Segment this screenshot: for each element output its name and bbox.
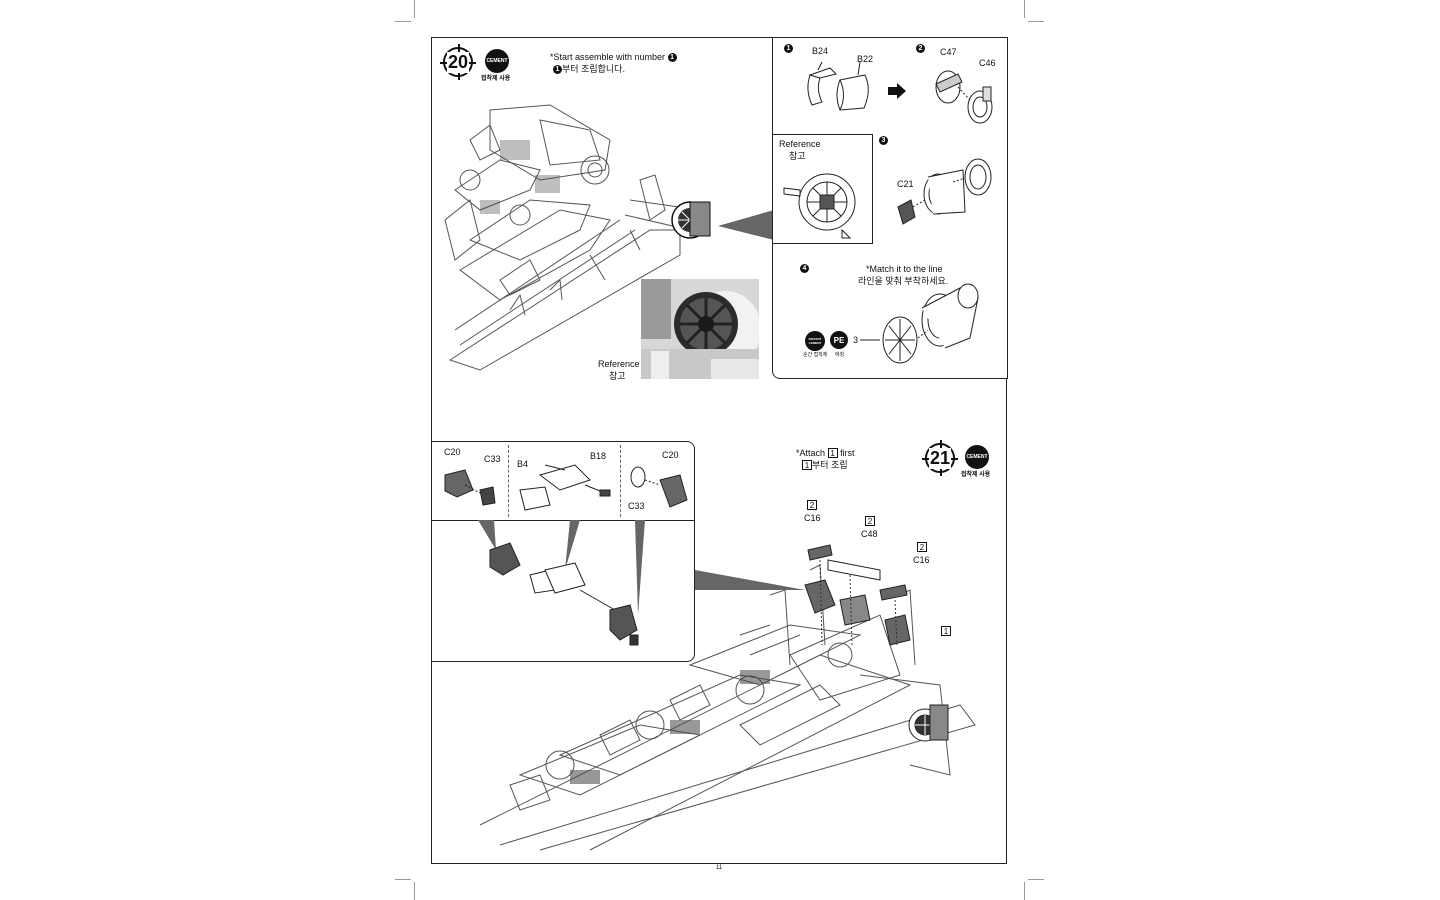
part-label-c33: C33 [628, 501, 645, 511]
panel-divider [620, 445, 621, 517]
callout-part-label: C48 [861, 529, 878, 539]
instant-cement-icon: INSTANT CEMENT [805, 331, 825, 351]
crop-mark [414, 0, 415, 18]
panel-divider [431, 520, 695, 521]
pe-etching-icon: PE [830, 331, 848, 349]
number-1-icon: 1 [667, 53, 677, 63]
pe-part-number: 3 [853, 335, 859, 345]
crop-mark [1028, 21, 1044, 22]
part-label-c21: C21 [897, 179, 914, 189]
substep-4-note-en: *Match it to the line [866, 264, 943, 274]
substep-3-marker: 3 [879, 135, 888, 146]
step20-chassis-illustration [444, 104, 711, 371]
instant-cement-caption: 순간 접착제 [803, 352, 828, 358]
part-label-b24: B24 [812, 46, 829, 56]
part-label-b18: B18 [590, 451, 607, 461]
crop-mark [1028, 879, 1044, 880]
pointer-wedges [478, 520, 805, 615]
callout-box: 2 [807, 500, 817, 510]
part-label-b22: B22 [857, 54, 874, 64]
cement-caption: 접착제 사용 [961, 472, 991, 478]
callout-part-label: C16 [804, 513, 821, 523]
reference-photo-label-en: Reference [598, 359, 640, 369]
reference-photo-label-ko: 참고 [609, 371, 626, 381]
part-label-c20: C20 [444, 447, 461, 457]
part-label-c20: C20 [662, 450, 679, 460]
panel-divider [508, 445, 509, 517]
cement-icon: CEMENT [965, 445, 989, 469]
reference-photo [641, 279, 759, 379]
reference-inset-label-en: Reference [779, 139, 821, 149]
part-label-c46: C46 [979, 58, 996, 68]
substep-2-marker: 2 [916, 43, 925, 54]
callout-box: 2 [917, 542, 927, 552]
cement-icon: CEMENT [485, 49, 509, 73]
subassembly-parts-drawing [444, 464, 688, 511]
callout-box: 1 [941, 626, 951, 636]
crop-mark [395, 879, 411, 880]
arrow-right-icon [888, 83, 906, 99]
part-label-b4: B4 [517, 459, 529, 469]
transmission-assembly-drawing [489, 542, 639, 646]
substep-3-parts-drawing [897, 158, 992, 225]
step-20-badge: 20 [440, 44, 476, 80]
number-1-icon: 1 [553, 65, 562, 75]
substep-4-marker: 4 [800, 263, 809, 274]
substep-2-parts-drawing [935, 70, 993, 124]
pe-caption: 에칭 [835, 352, 845, 358]
step21-instruction-en: *Attach 1 first [796, 448, 855, 458]
callout-box: 2 [865, 516, 875, 526]
crop-mark [414, 882, 415, 900]
substep-1-marker: 1 [784, 43, 793, 54]
crop-mark [1024, 0, 1025, 18]
page-number: 11 [716, 865, 723, 871]
substep-1-parts-drawing [807, 61, 869, 111]
step21-chassis-illustration [479, 544, 976, 851]
crop-mark [1024, 882, 1025, 900]
substep-4-note-ko: 라인을 맞춰 부착하세요. [858, 276, 949, 286]
step-21-badge: 21 [922, 440, 958, 476]
crop-mark [395, 21, 411, 22]
callout-part-label: C16 [913, 555, 930, 565]
reference-fan-drawing [783, 173, 856, 239]
fan-photo-image [641, 279, 759, 379]
part-label-c47: C47 [940, 47, 957, 57]
substep-4-parts-drawing [860, 283, 979, 364]
pointer-wedge [718, 210, 774, 240]
step20-instruction-en: *Start assemble with number 1 [550, 52, 677, 63]
cement-caption: 접착제 사용 [481, 76, 511, 82]
reference-inset-label-ko: 참고 [789, 151, 806, 161]
part-label-c33: C33 [484, 454, 501, 464]
